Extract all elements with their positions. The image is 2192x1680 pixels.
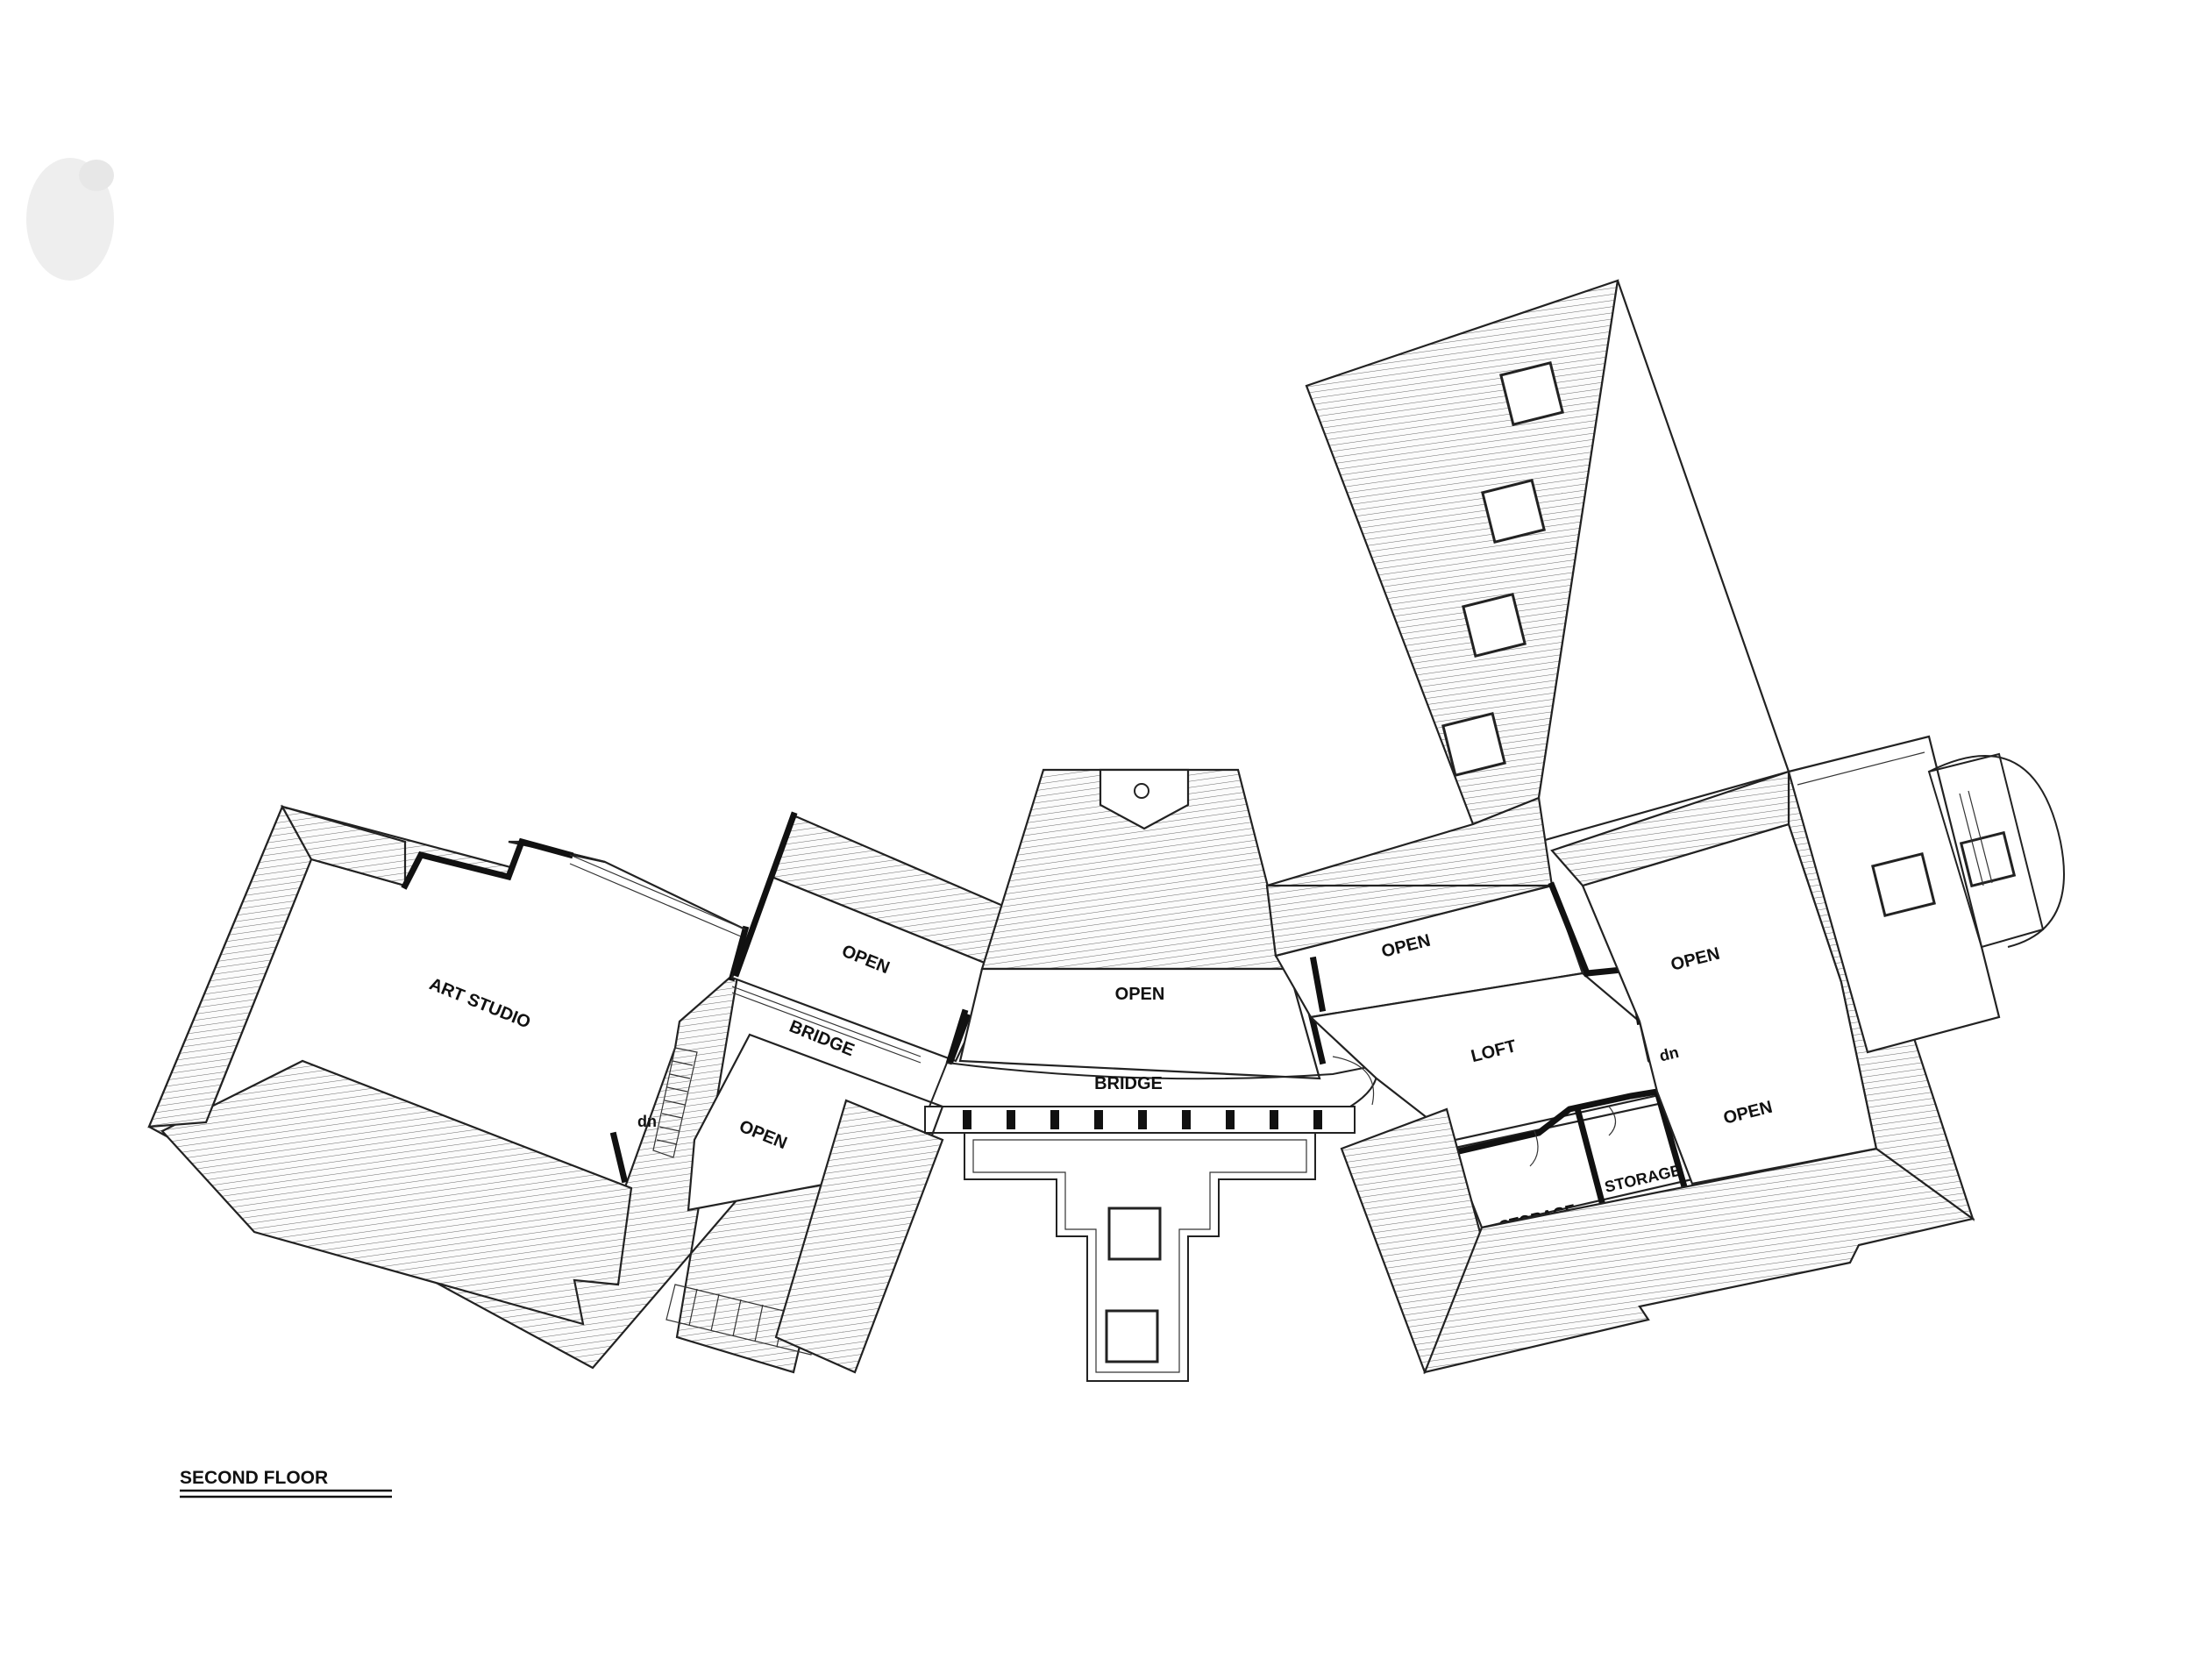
loft-door-swing (1332, 1056, 1374, 1106)
west-bridge-rail-top (731, 986, 922, 1057)
east-bay-skylight-2 (1959, 830, 2017, 888)
storage-divider (1574, 1107, 1611, 1223)
storage-east-wall (1653, 1087, 1688, 1188)
dn-label-left: dn (637, 1113, 657, 1130)
paper-stain (26, 158, 114, 281)
east-bay-skylight-1 (1871, 852, 1936, 917)
porch-skylight-2 (1105, 1309, 1159, 1363)
west-stair (652, 1047, 698, 1158)
east-bay-apse (1928, 755, 2065, 948)
open-center-label: OPEN (1115, 985, 1165, 1004)
skylight-2 (1481, 479, 1546, 544)
center-open-floor (958, 967, 1321, 1080)
east-south-roof (1423, 1147, 1975, 1374)
bridge-posts (963, 1110, 1322, 1129)
center-left-wall (945, 1008, 969, 1065)
skylight-3 (1462, 593, 1527, 658)
storage-door-swing-2 (1608, 1106, 1617, 1136)
studio-stair-wall (609, 1131, 629, 1184)
studio-north-wall (401, 837, 574, 890)
porch-skylight-1 (1107, 1207, 1162, 1261)
east-bay (1787, 735, 2065, 1054)
bridge-center-label: BRIDGE (1094, 1074, 1163, 1093)
west-open-left-wall (732, 811, 798, 978)
center-section: OPEN BRIDGE (924, 768, 1378, 1382)
west-open-section: OPEN BRIDGE OPEN (687, 811, 1019, 1374)
studio-window-strip (569, 854, 746, 930)
center-bridge (928, 1061, 1378, 1107)
skylight-4 (1441, 712, 1506, 777)
drawing-title-text: SECOND FLOOR (180, 1468, 328, 1488)
center-chimney-notch (1099, 768, 1190, 830)
storage-north-wall (1447, 1087, 1662, 1157)
drawing-title: SECOND FLOOR (180, 1468, 392, 1498)
center-east-jamb (1309, 956, 1327, 1013)
center-porch-outline (964, 1132, 1316, 1382)
west-lower-open-roof (774, 1099, 944, 1374)
west-wing-lower-roof (160, 1059, 633, 1326)
center-right-wall (1306, 1008, 1327, 1065)
east-upper-roof (1265, 884, 1553, 957)
storage-door-swing-1 (1529, 1130, 1539, 1167)
north-east-wing (1265, 279, 1790, 957)
east-top-roof (1550, 770, 1790, 887)
west-wing: ART STUDIO dn (147, 804, 852, 1374)
north-wing-skylights (1441, 361, 1564, 777)
chimney-icon (1134, 783, 1149, 799)
skylight-1 (1499, 361, 1564, 426)
loft-north-wall (1548, 881, 1591, 978)
